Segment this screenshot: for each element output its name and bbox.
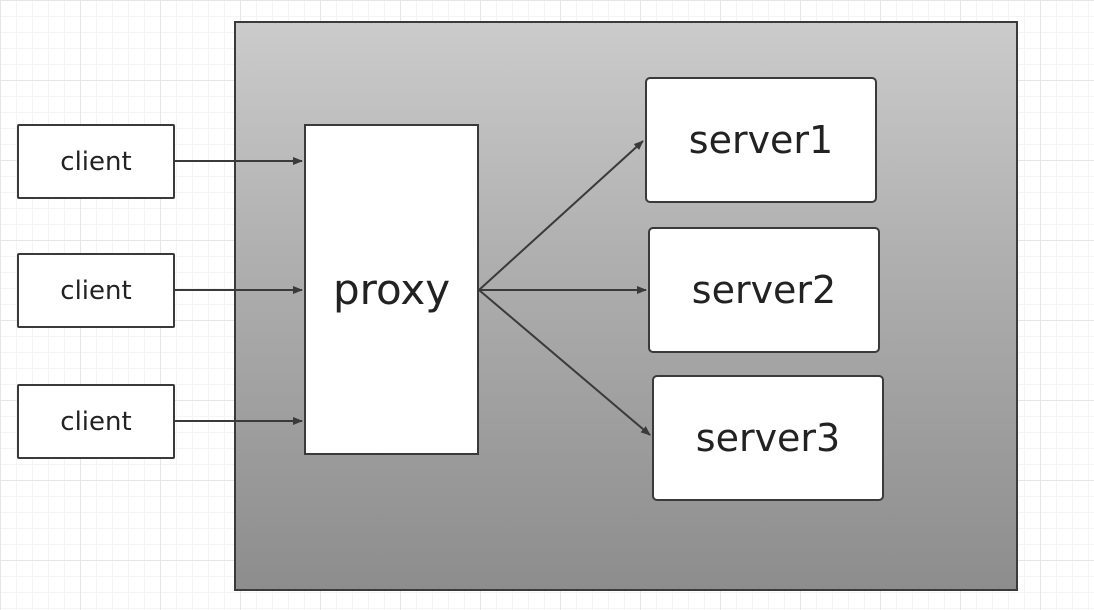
client-label: client xyxy=(60,275,132,306)
client-node-3: client xyxy=(17,384,175,459)
server-node-2: server2 xyxy=(648,227,880,353)
server-label: server3 xyxy=(695,416,841,460)
arrow-proxy-to-server3 xyxy=(478,289,651,436)
client-label: client xyxy=(60,146,132,177)
client-node-2: client xyxy=(17,253,175,328)
server-node-1: server1 xyxy=(645,77,877,203)
proxy-label: proxy xyxy=(332,265,451,314)
arrow-proxy-to-server1 xyxy=(478,140,644,291)
proxy-node: proxy xyxy=(304,124,479,455)
server-node-3: server3 xyxy=(652,375,884,501)
server-label: server2 xyxy=(691,268,837,312)
server-label: server1 xyxy=(688,118,834,162)
client-label: client xyxy=(60,406,132,437)
client-node-1: client xyxy=(17,124,175,199)
